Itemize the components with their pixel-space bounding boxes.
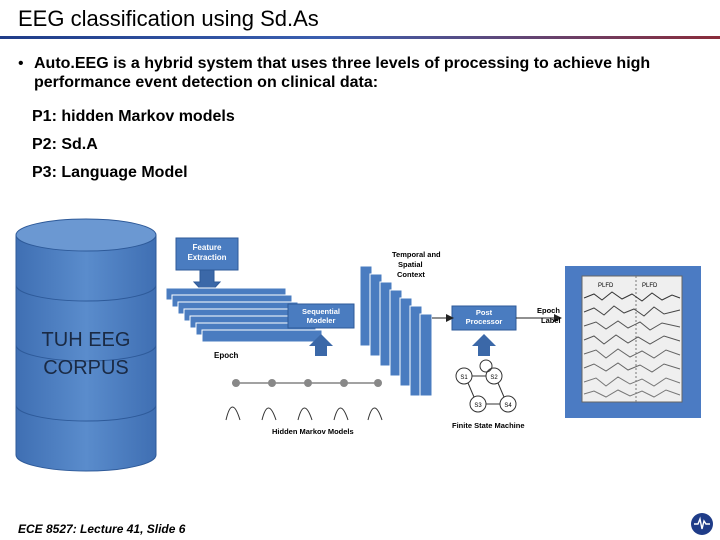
svg-text:Post: Post [476,308,493,317]
university-logo-icon [691,513,713,535]
eeg-output-panel: PLFD PLFD [565,266,701,418]
corpus-label-line2: CORPUS [43,357,129,379]
epoch-label: Epoch [214,351,239,360]
svg-text:Context: Context [397,270,425,279]
slide-footer: ECE 8527: Lecture 41, Slide 6 [18,522,186,536]
svg-text:Spatial: Spatial [398,260,423,269]
state-s2: S2 [490,375,498,381]
state-s3: S3 [474,403,482,409]
state-s4: S4 [504,403,512,409]
svg-text:Modeler: Modeler [307,316,336,325]
state-s1: S1 [460,375,468,381]
corpus-cylinder: TUH EEG CORPUS [15,218,157,472]
item-p1: P1: hidden Markov models [32,108,235,125]
temporal-spatial-stack: Temporal and Spatial Context [359,250,441,397]
finite-state-machine: S1 S2 S3 S4 Finite State Machine [452,359,525,430]
item-p3: P3: Language Model [32,164,188,181]
feature-extraction-box: Feature Extraction [175,237,239,297]
slide-title: EEG classification using Sd.As [18,6,319,31]
eeg-tag-left: PLFD [598,283,614,289]
sequential-modeler-box: Sequential Modeler [287,303,355,356]
hmm-caption: Hidden Markov Models [272,427,354,436]
svg-text:Processor: Processor [466,317,503,326]
post-processor-box: Post Processor Epoch Label [432,305,562,356]
hmm-chain: Hidden Markov Models [225,379,383,436]
svg-text:Temporal and: Temporal and [392,250,441,259]
epoch-stack: Epoch [165,287,323,360]
svg-text:Extraction: Extraction [187,253,226,262]
svg-text:Epoch: Epoch [537,306,560,315]
title-underline [0,36,720,39]
svg-text:Feature: Feature [193,243,222,252]
bullet-text: Auto.EEG is a hybrid system that uses th… [34,55,651,91]
svg-text:Label: Label [541,316,561,325]
corpus-label-line1: TUH EEG [42,329,131,351]
item-p2: P2: Sd.A [32,136,98,153]
svg-text:Sequential: Sequential [302,307,340,316]
fsm-caption: Finite State Machine [452,421,525,430]
bullet-marker: • [18,55,24,72]
eeg-tag-right: PLFD [642,283,658,289]
